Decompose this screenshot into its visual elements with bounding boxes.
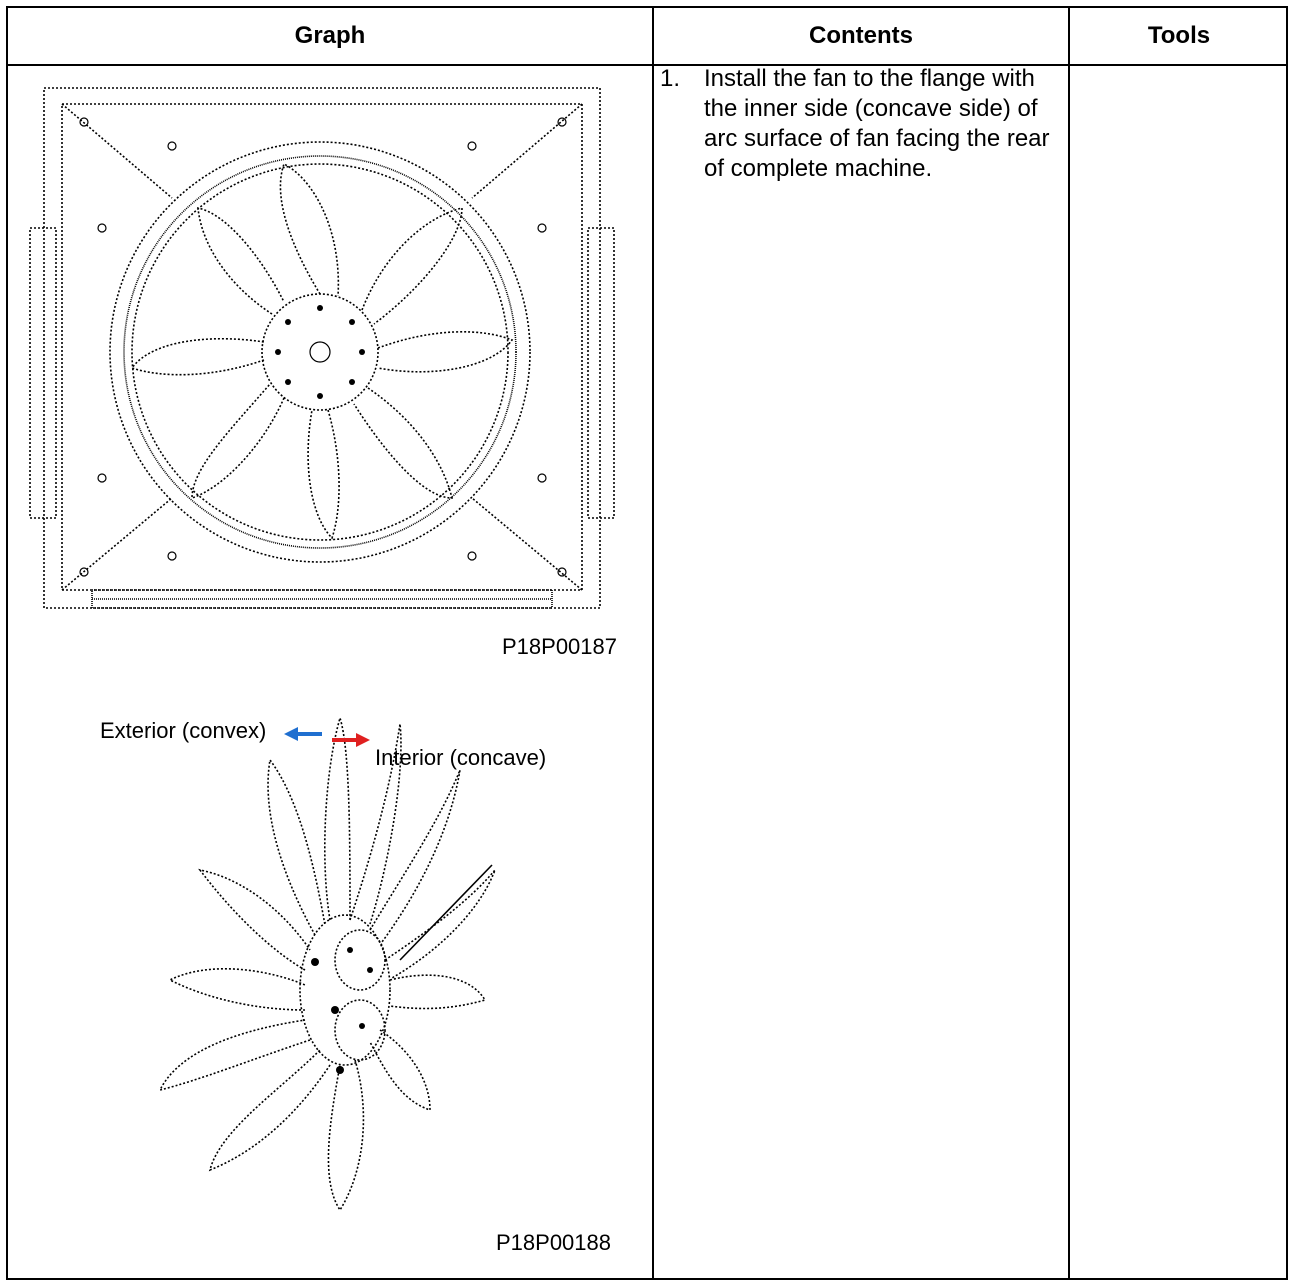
step-number: 1. xyxy=(660,65,681,92)
interior-label: Interior (concave) xyxy=(375,745,547,770)
figure-code: P18P00188 xyxy=(496,1230,611,1255)
header-divider xyxy=(8,64,1286,66)
fan-assembly-figure: P18P00187 xyxy=(22,78,622,659)
figure-code: P18P00187 xyxy=(502,634,617,659)
header-contents: Contents xyxy=(809,22,913,49)
fan-blades-figure: Exterior (convex) Interior (concave) P18… xyxy=(100,710,620,1265)
header-graph: Graph xyxy=(294,22,366,49)
step-text: Install the fan to the flange with the i… xyxy=(704,65,1050,182)
exterior-label: Exterior (convex) xyxy=(100,718,267,743)
procedure-table: Graph Contents Tools xyxy=(6,6,1288,1280)
fan-shroud-drawing-icon xyxy=(29,87,615,609)
step-item: 1. Install the fan to the flange with th… xyxy=(660,64,1050,184)
column-divider xyxy=(652,8,654,1278)
fan-blade-drawing-icon xyxy=(158,715,496,1212)
header-tools: Tools xyxy=(1147,22,1211,49)
column-divider xyxy=(1068,8,1070,1278)
